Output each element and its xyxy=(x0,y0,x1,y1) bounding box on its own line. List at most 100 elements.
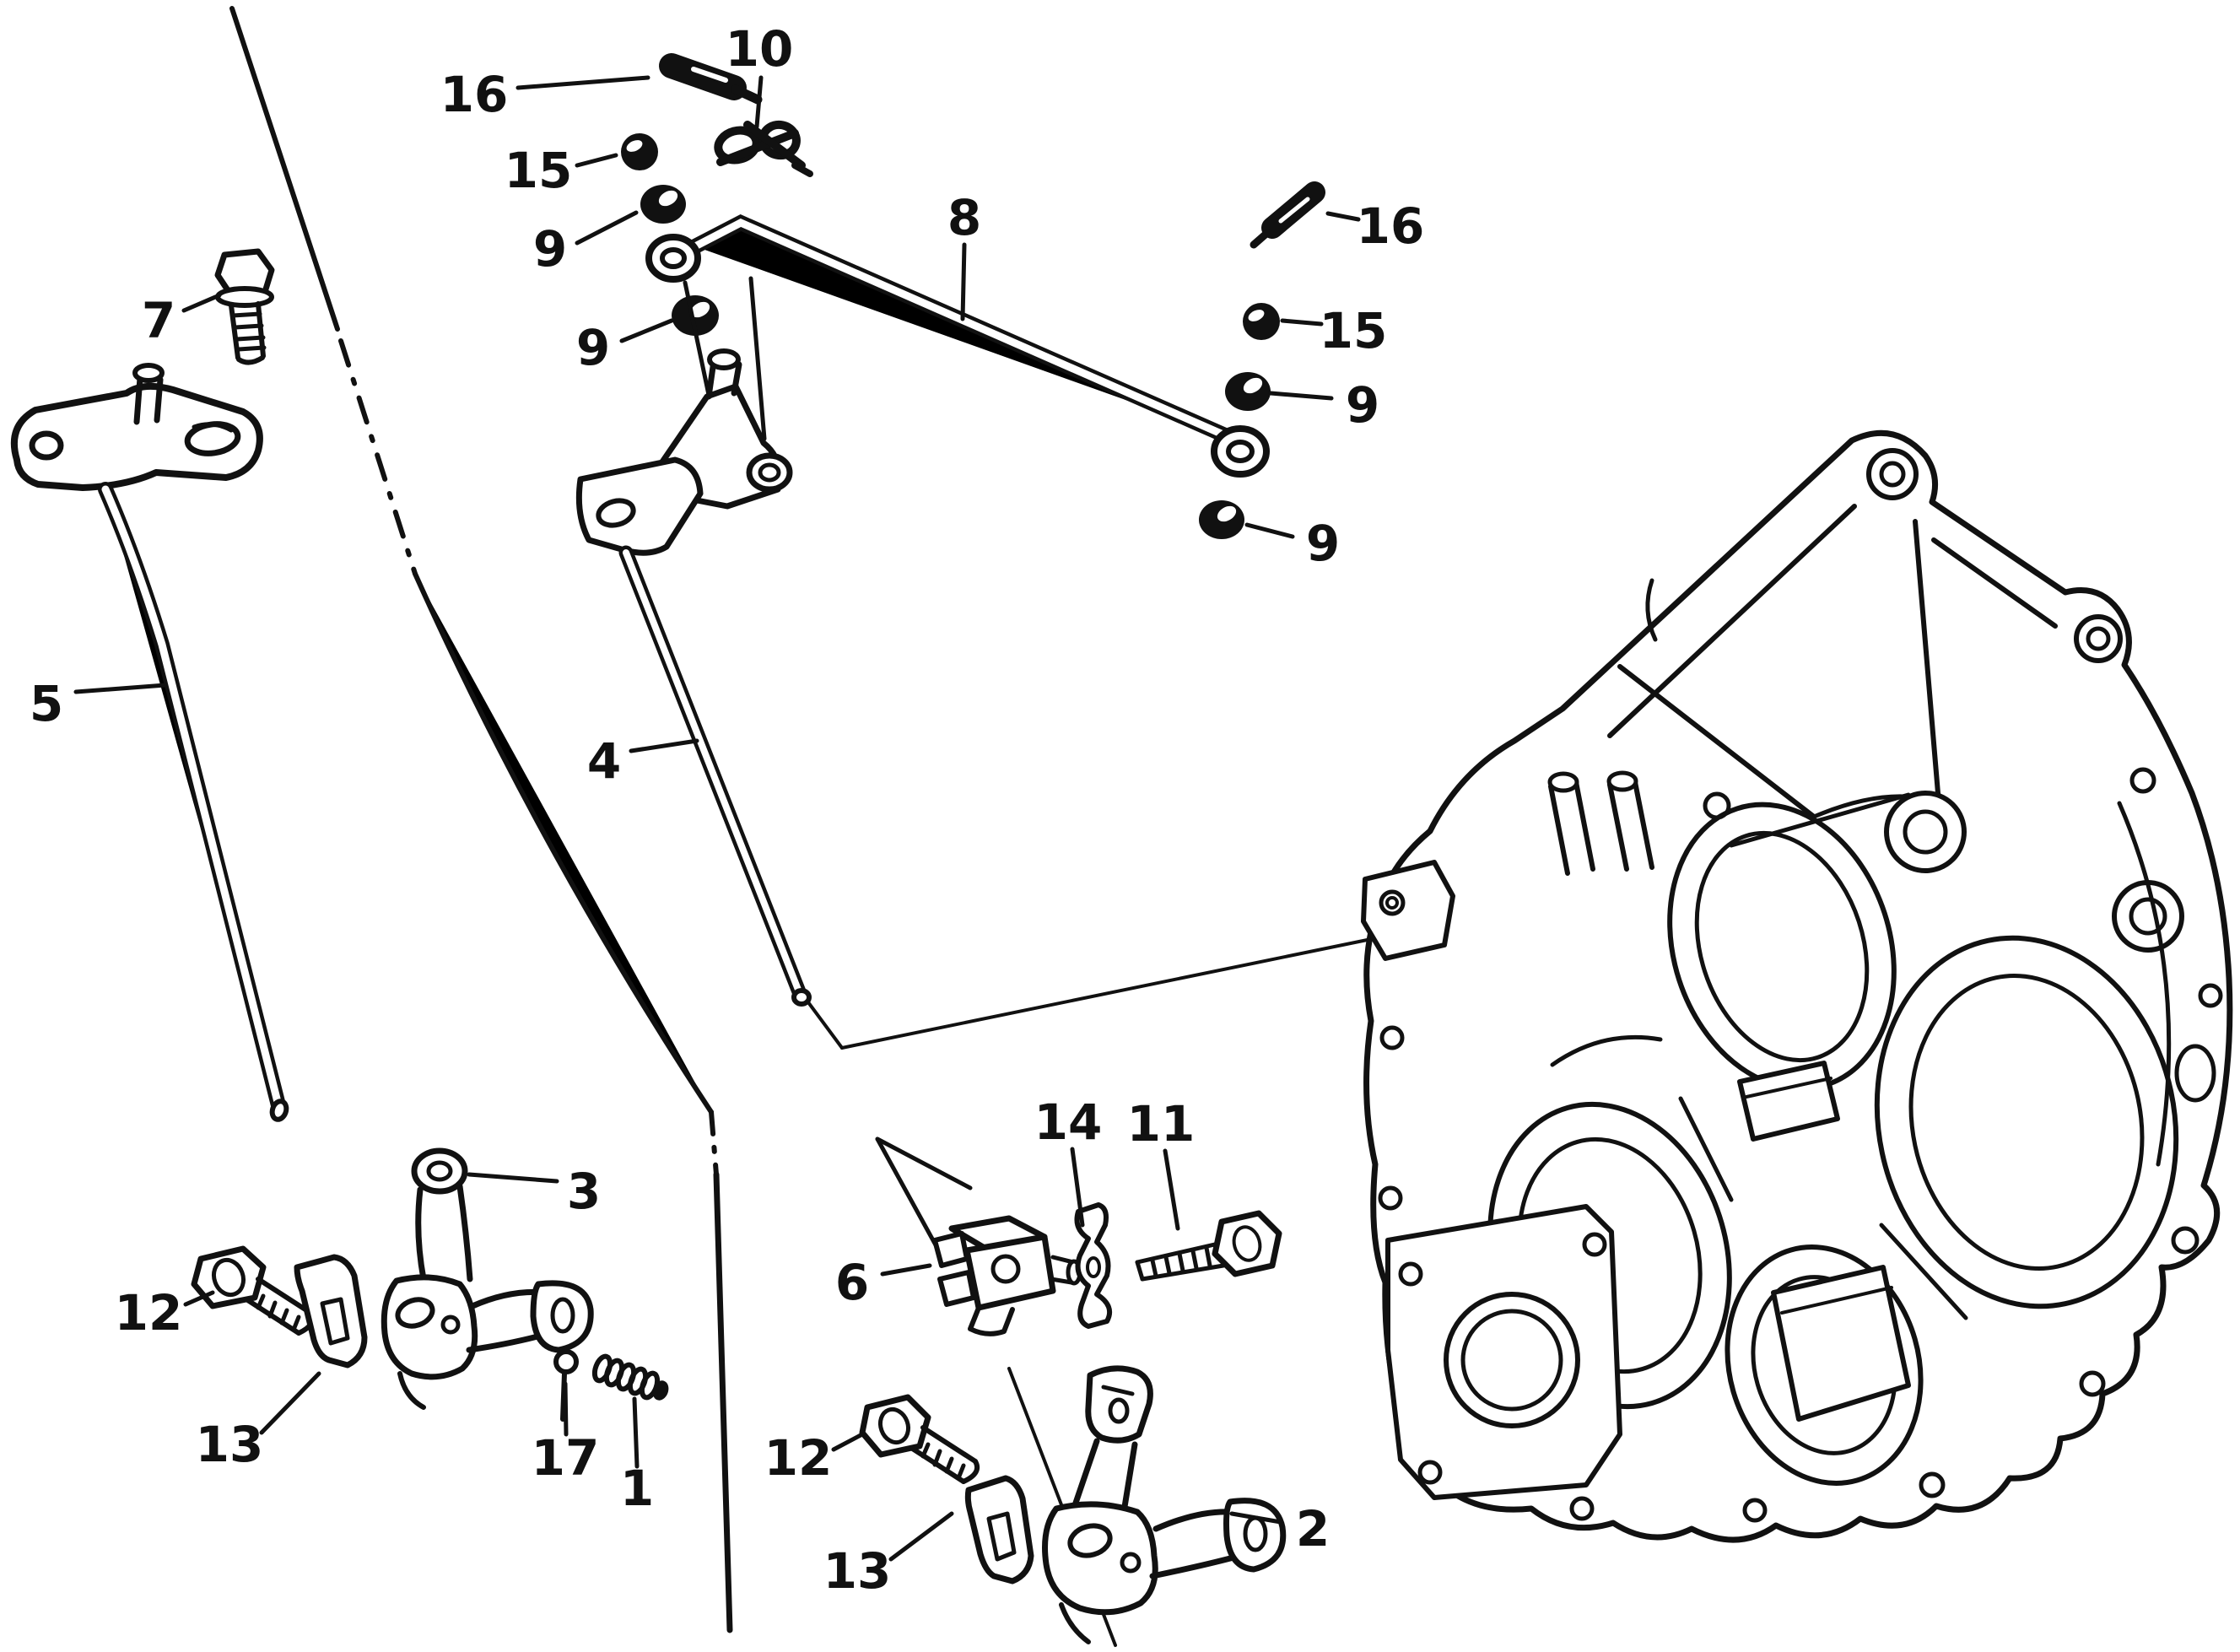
rod-right-eye xyxy=(1211,425,1270,478)
bolt-threads xyxy=(230,311,267,352)
locator-line-a xyxy=(875,1136,946,1261)
bolt-hole xyxy=(2198,983,2223,1008)
part-label-3-13: 3 xyxy=(567,1163,601,1220)
bracket-boss-2 xyxy=(2074,614,2123,663)
part-label-12-14: 12 xyxy=(115,1284,183,1342)
piece-body xyxy=(963,1234,1056,1311)
bolt-tip xyxy=(961,1459,980,1484)
leader-line-part-15 xyxy=(575,153,618,168)
clip-body xyxy=(294,1254,368,1369)
bore-1-inner xyxy=(1694,830,1870,1063)
bolt-hole xyxy=(1378,1185,1403,1211)
part-label-17-16: 17 xyxy=(532,1429,600,1487)
bracket-boss-1-hole xyxy=(1879,461,1906,488)
fork-foot xyxy=(1059,1602,1091,1644)
part-10-rod-clip xyxy=(714,120,813,177)
part-16-spring-pin-right xyxy=(1250,181,1325,249)
case-bolt-holes xyxy=(1378,767,2223,1523)
rim-rib xyxy=(2117,801,2172,1167)
leader-line-part-7 xyxy=(181,293,222,313)
bolt-hole xyxy=(1703,791,1731,820)
case-dowel-pins xyxy=(1547,770,1654,876)
rod-tip xyxy=(791,988,812,1007)
part-label-1-17: 1 xyxy=(620,1460,654,1517)
dowel-pin-1 xyxy=(1548,780,1595,876)
window-line xyxy=(1745,1077,1832,1099)
bracket-slot xyxy=(1645,578,1658,642)
part-label-7-10: 7 xyxy=(142,292,175,349)
fork-arm xyxy=(1070,1438,1138,1515)
bolt-threads xyxy=(256,1293,301,1332)
flange-bolt-3 xyxy=(1582,1232,1607,1257)
leader-line-part-9 xyxy=(619,318,674,343)
part-label-16-6: 16 xyxy=(1357,197,1425,255)
piece-prong-upper xyxy=(932,1231,969,1268)
part-label-13-22: 13 xyxy=(823,1542,892,1600)
mount-hole-inner xyxy=(1385,896,1399,910)
leader-line-part-12 xyxy=(183,1290,215,1307)
bracket-edge-lines xyxy=(683,276,767,441)
part-7-bolt xyxy=(214,248,275,365)
fork-boss-slot xyxy=(1067,1523,1113,1558)
boundary-line-dashdot xyxy=(338,338,418,576)
leader-line-part-9 xyxy=(1268,391,1334,401)
clip-slot xyxy=(320,1297,350,1346)
bolt-head xyxy=(1212,1210,1282,1277)
boundary-line-dashdot2 xyxy=(709,1109,719,1177)
fork-top-eye-hole xyxy=(426,1160,453,1182)
rod-right-eye-hole xyxy=(1226,440,1255,463)
plate-body xyxy=(1074,1202,1112,1329)
clip-body xyxy=(964,1475,1034,1585)
locator-line-b xyxy=(875,1136,973,1190)
case-details xyxy=(1550,792,2172,1422)
piece-prong-lower xyxy=(937,1270,976,1307)
part-label-15-7: 15 xyxy=(1320,302,1388,359)
lower-plate-line xyxy=(1780,1286,1893,1315)
bolt-tip xyxy=(236,355,265,365)
part-label-15-2: 15 xyxy=(505,142,573,199)
bore-7 xyxy=(2174,1044,2216,1103)
bolt-hole xyxy=(1379,1025,1405,1050)
part-label-13-15: 13 xyxy=(196,1416,264,1473)
plate-hole xyxy=(1086,1256,1101,1278)
case-left-mount xyxy=(1361,860,1455,961)
part-label-9-9: 9 xyxy=(1306,515,1340,572)
bracket-boss-1 xyxy=(1866,448,1919,500)
part-8-shift-rod xyxy=(645,214,1270,478)
part-11-bolt xyxy=(1135,1210,1282,1282)
leader-line-part-16 xyxy=(515,75,650,90)
pin-head xyxy=(553,1349,579,1374)
lower-plate xyxy=(1771,1265,1911,1422)
bracket-eye-hole xyxy=(758,462,781,483)
part-14-interlock-plate xyxy=(1074,1202,1112,1329)
pin-tail xyxy=(731,84,763,105)
fork-arm xyxy=(415,1183,473,1282)
rod-core xyxy=(691,219,1229,440)
mount-block xyxy=(1361,860,1455,961)
pin-slit xyxy=(1278,197,1310,224)
bolt-head xyxy=(859,1394,931,1458)
leader-line-part-13 xyxy=(259,1371,321,1435)
part-label-8-5: 8 xyxy=(947,189,981,246)
ball xyxy=(621,133,658,170)
leader-line-part-9 xyxy=(575,210,639,246)
leader-line-part-9 xyxy=(1244,522,1295,539)
fork-pad xyxy=(530,1280,594,1353)
part-5-gearshift-arm xyxy=(10,363,289,1122)
leader-line-part-13 xyxy=(888,1511,954,1562)
leader-line-part-14 xyxy=(1070,1147,1085,1228)
part-6-shift-piece xyxy=(932,1215,1082,1336)
fork-foot xyxy=(397,1371,426,1410)
part-label-6-18: 6 xyxy=(835,1254,869,1311)
bracket-shoe xyxy=(575,456,704,556)
fork-pad xyxy=(1223,1498,1287,1573)
washer-hole xyxy=(1243,377,1263,394)
part-label-12-21: 12 xyxy=(764,1429,833,1487)
arm-stud-cap xyxy=(132,363,165,383)
part-label-5-11: 5 xyxy=(30,675,63,732)
leader-line-part-1 xyxy=(632,1396,640,1469)
bolt-collar xyxy=(215,286,274,308)
leader-line-part-11 xyxy=(1163,1148,1180,1231)
case-left-flange xyxy=(1385,1204,1622,1500)
